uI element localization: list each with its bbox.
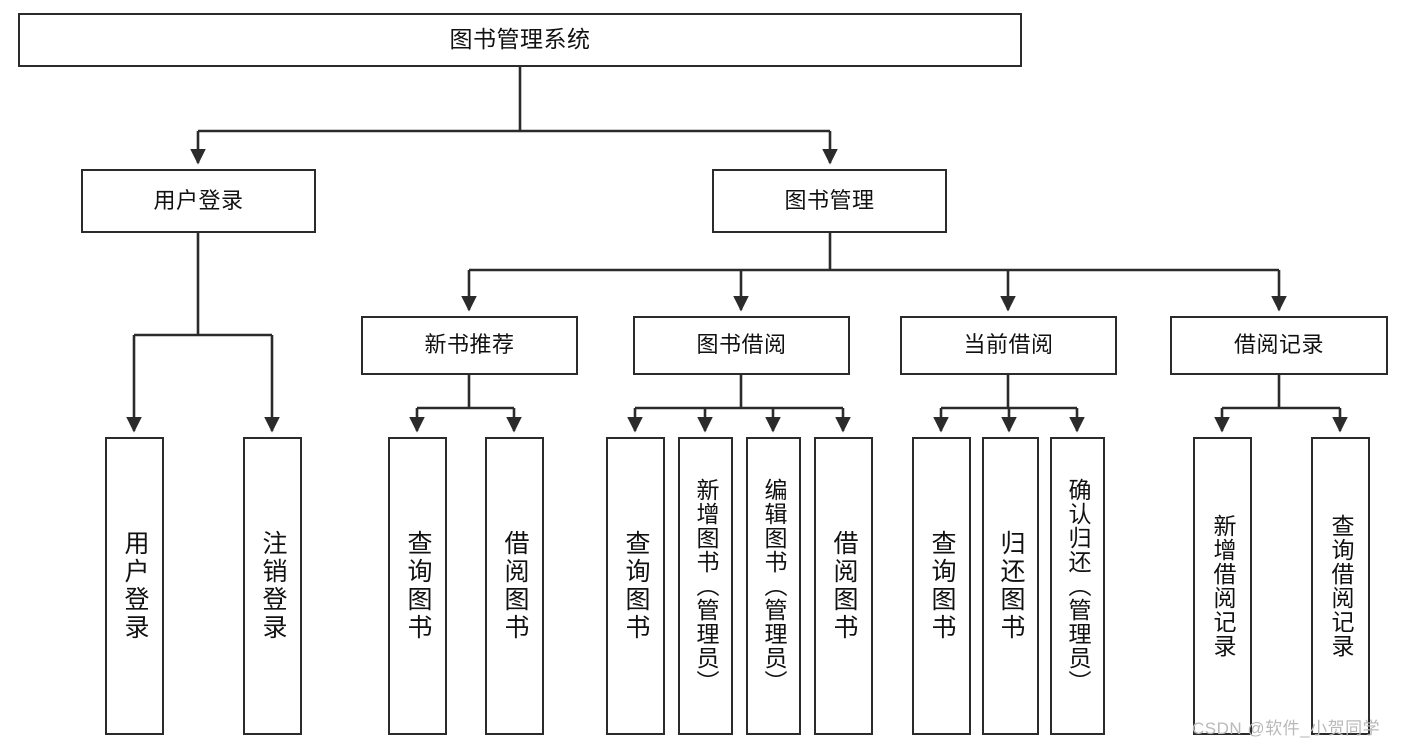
node-current-borrow-label: 当前借阅 [963,332,1054,358]
node-leaf-record-add-record-label: 新增借阅记录 [1210,514,1236,658]
node-leaf-newbook-query-book[interactable]: 查询图书 [388,437,447,735]
node-new-book-recommend-label: 新书推荐 [424,332,515,358]
node-root-system[interactable]: 图书管理系统 [18,13,1022,67]
node-leaf-record-query-record-label: 查询借阅记录 [1328,514,1354,658]
node-leaf-newbook-query-book-label: 查询图书 [404,530,432,642]
node-leaf-current-confirm-return[interactable]: 确认归还（管理员） [1050,437,1105,735]
node-root-system-label: 图书管理系统 [449,26,591,53]
node-leaf-current-return-book-label: 归还图书 [997,530,1025,642]
node-leaf-borrow-add-book-label: 新增图书（管理员） [693,478,719,694]
node-current-borrow[interactable]: 当前借阅 [900,316,1117,375]
node-user-login-label: 用户登录 [153,187,244,213]
node-leaf-user-login-label: 用户登录 [121,530,149,642]
node-book-manage[interactable]: 图书管理 [712,169,947,233]
node-book-borrow-label: 图书借阅 [696,332,787,358]
node-leaf-borrow-borrow-book-label: 借阅图书 [830,530,858,642]
node-leaf-record-add-record[interactable]: 新增借阅记录 [1193,437,1252,735]
node-leaf-borrow-edit-book-label: 编辑图书（管理员） [761,478,787,694]
node-leaf-borrow-edit-book[interactable]: 编辑图书（管理员） [746,437,801,735]
node-leaf-current-confirm-return-label: 确认归还（管理员） [1065,478,1091,694]
node-leaf-user-logout[interactable]: 注销登录 [243,437,302,735]
node-leaf-current-query-book-label: 查询图书 [928,530,956,642]
node-leaf-user-login[interactable]: 用户登录 [105,437,164,735]
node-user-login[interactable]: 用户登录 [81,169,316,233]
node-borrow-record[interactable]: 借阅记录 [1170,316,1388,375]
node-leaf-newbook-borrow-book[interactable]: 借阅图书 [485,437,544,735]
node-leaf-record-query-record[interactable]: 查询借阅记录 [1311,437,1370,735]
node-book-manage-label: 图书管理 [784,187,875,213]
node-leaf-user-logout-label: 注销登录 [259,530,287,642]
node-leaf-current-query-book[interactable]: 查询图书 [912,437,971,735]
node-leaf-borrow-borrow-book[interactable]: 借阅图书 [814,437,873,735]
node-leaf-borrow-add-book[interactable]: 新增图书（管理员） [678,437,733,735]
node-borrow-record-label: 借阅记录 [1233,332,1324,358]
node-leaf-newbook-borrow-book-label: 借阅图书 [501,530,529,642]
node-new-book-recommend[interactable]: 新书推荐 [361,316,578,375]
node-book-borrow[interactable]: 图书借阅 [633,316,850,375]
node-leaf-borrow-query-book[interactable]: 查询图书 [606,437,665,735]
node-leaf-current-return-book[interactable]: 归还图书 [982,437,1039,735]
node-leaf-borrow-query-book-label: 查询图书 [622,530,650,642]
